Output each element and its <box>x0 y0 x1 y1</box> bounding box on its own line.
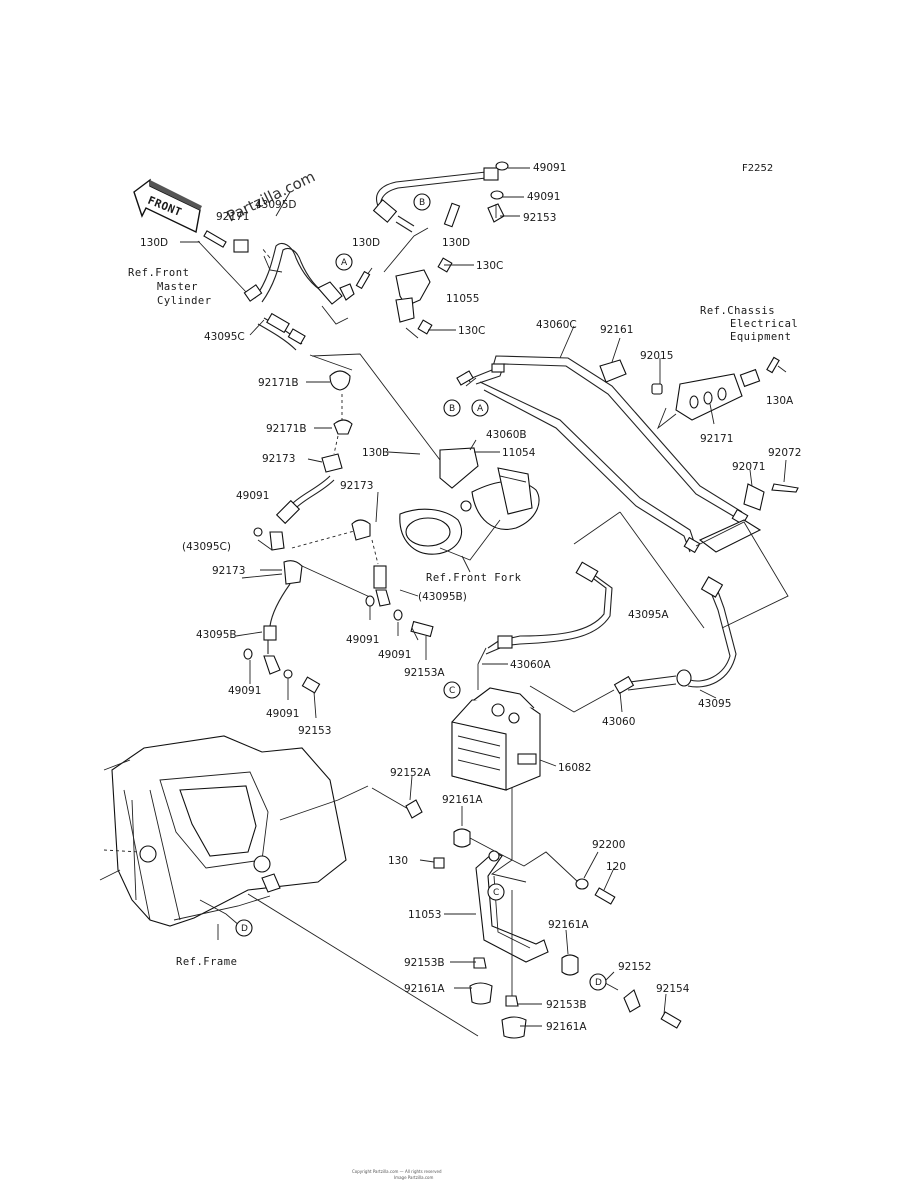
part-label: 49091 <box>346 634 379 646</box>
part-label: 130C <box>476 260 503 272</box>
part-label: 92171B <box>266 423 307 435</box>
part-label: 49091 <box>266 708 299 720</box>
ref-master-cylinder-3: Cylinder <box>157 295 212 307</box>
ref-master-cylinder-2: Master <box>157 281 198 293</box>
figure-code: F2252 <box>742 163 773 174</box>
part-label: 92173 <box>212 565 245 577</box>
part-label: 92161A <box>442 794 483 806</box>
part-label: 120 <box>606 861 626 873</box>
part-label: 92072 <box>768 447 801 459</box>
part-label: 92071 <box>732 461 765 473</box>
part-label: 92173 <box>262 453 295 465</box>
part-label: 43095 <box>698 698 731 710</box>
part-label: 49091 <box>228 685 261 697</box>
callout-a-mid-label: A <box>477 404 484 414</box>
part-label: 92154 <box>656 983 690 995</box>
part-label: 49091 <box>527 191 560 203</box>
part-label: 130D <box>352 237 380 249</box>
part-label: 11054 <box>502 447 536 459</box>
part-label: 92171 <box>700 433 733 445</box>
part-label: (43095C) <box>182 541 231 553</box>
part-label: 130A <box>766 395 794 407</box>
front-fork-bracket <box>311 353 540 573</box>
part-label: 43060 <box>602 716 635 728</box>
leader-lines <box>180 167 787 1027</box>
part-label: 92152A <box>390 767 431 779</box>
part-label: 92161 <box>600 324 633 336</box>
part-label: 92161A <box>404 983 445 995</box>
callout-d-right: D <box>589 973 607 991</box>
part-label: 92153A <box>404 667 445 679</box>
bracket-11053 <box>405 799 682 1039</box>
part-label: 43060A <box>510 659 551 671</box>
part-label: 130C <box>458 325 485 337</box>
callout-d-right-label: D <box>595 978 602 988</box>
callout-circles: A B B A C C D D <box>235 193 607 991</box>
left-hose-stack <box>243 354 434 694</box>
part-label: (43095B) <box>418 591 467 603</box>
callout-a-mid: A <box>471 399 489 417</box>
part-label: 92161A <box>546 1021 587 1033</box>
part-label: 92171B <box>258 377 299 389</box>
part-label: 92173 <box>340 480 373 492</box>
callout-a-top: A <box>335 253 353 271</box>
part-label: 92153B <box>404 957 445 969</box>
part-label: 92161A <box>548 919 589 931</box>
part-label: 130D <box>442 237 470 249</box>
part-label: 43095C <box>204 331 245 343</box>
part-label: 92171 <box>216 211 249 223</box>
footer-image-credit: Image Partzilla.com <box>394 1175 433 1180</box>
part-label: 43060B <box>486 429 527 441</box>
callout-c-bottom: C <box>487 883 505 901</box>
part-label: 11053 <box>408 909 441 921</box>
hydraulic-unit <box>451 687 541 883</box>
reference-labels: Ref.Front Master Cylinder Ref.Chassis El… <box>128 267 798 968</box>
ref-chassis-electrical-1: Ref.Chassis <box>700 305 775 317</box>
upper-brake-hoses <box>197 161 509 351</box>
part-label: 130D <box>140 237 168 249</box>
part-label: 92015 <box>640 350 673 362</box>
part-label: 49091 <box>533 162 566 174</box>
callout-d-left: D <box>235 919 253 937</box>
part-label: 43095B <box>196 629 237 641</box>
ref-master-cylinder-1: Ref.Front <box>128 267 189 279</box>
callout-a-top-label: A <box>341 258 348 268</box>
front-arrow-icon: FRONT <box>133 178 202 234</box>
part-label: 16082 <box>558 762 591 774</box>
part-label: 11055 <box>446 293 479 305</box>
chassis-connector <box>599 356 799 511</box>
part-label: 43095A <box>628 609 669 621</box>
callout-b-mid-label: B <box>449 404 455 414</box>
ref-frame: Ref.Frame <box>176 956 237 968</box>
callout-b-mid: B <box>443 399 461 417</box>
part-label: 43095D <box>255 199 297 211</box>
callout-d-left-label: D <box>241 924 248 934</box>
part-number-labels: 49091 49091 92153 92171 43095D 130D 130D… <box>140 162 801 1033</box>
part-label: 92153B <box>546 999 587 1011</box>
ref-chassis-electrical-2: Electrical <box>730 318 798 330</box>
ref-chassis-electrical-3: Equipment <box>730 331 791 343</box>
callout-c-top-label: C <box>449 686 455 696</box>
part-label: 130 <box>388 855 408 867</box>
footer-copyright: Copyright Partzilla.com — All rights res… <box>352 1169 442 1174</box>
frame-section <box>99 735 479 1037</box>
callout-c-top: C <box>443 681 461 699</box>
part-label: 43060C <box>536 319 577 331</box>
part-label: 49091 <box>378 649 411 661</box>
part-label: 92200 <box>592 839 625 851</box>
part-label: 49091 <box>236 490 269 502</box>
callout-c-bottom-label: C <box>493 888 499 898</box>
callout-b-top: B <box>413 193 431 211</box>
part-label: 92153 <box>523 212 556 224</box>
ref-front-fork: Ref.Front Fork <box>426 572 522 584</box>
callout-b-top-label: B <box>419 198 425 208</box>
part-label: 92152 <box>618 961 651 973</box>
part-label: 92153 <box>298 725 331 737</box>
long-brake-pipes <box>456 355 789 713</box>
part-label: 130B <box>362 447 389 459</box>
